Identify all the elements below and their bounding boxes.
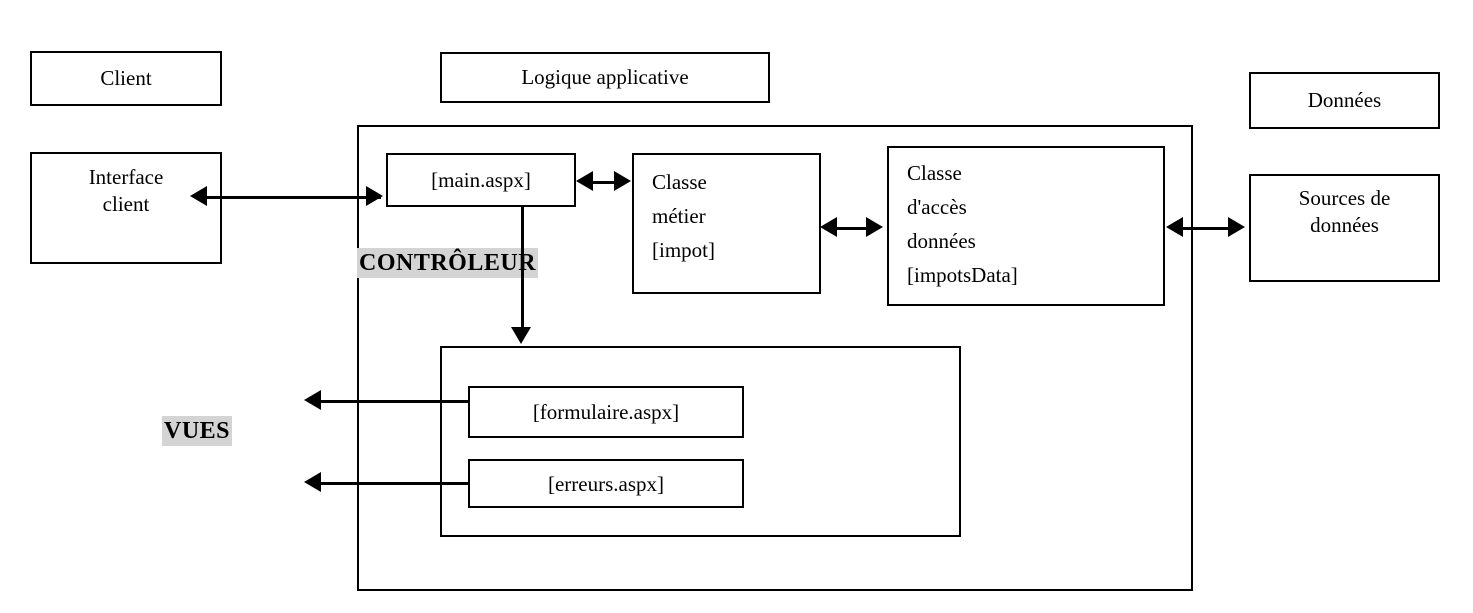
arrowhead-left-classe-metier — [820, 217, 837, 237]
arrowhead-right-main-aspx — [366, 186, 383, 206]
layer-label-vues: VUES — [162, 416, 233, 446]
arrowhead-left-formulaire — [304, 390, 321, 410]
connector-main-to-classe-metier — [589, 181, 619, 184]
arrowhead-left-main-aspx — [576, 171, 593, 191]
node-interface-client: Interface client — [30, 152, 222, 264]
tier-header-logic-label: Logique applicative — [521, 65, 689, 89]
tier-header-client-label: Client — [100, 66, 152, 90]
node-classe-acces-label-line4: [impotsData] — [907, 263, 1018, 287]
node-main-aspx: [main.aspx] — [386, 153, 576, 207]
node-erreurs-aspx: [erreurs.aspx] — [468, 459, 744, 508]
connector-formulaire-to-client — [320, 400, 470, 403]
connector-metier-to-acces — [836, 227, 870, 230]
tier-header-logic: Logique applicative — [440, 52, 770, 103]
node-main-aspx-label: [main.aspx] — [431, 168, 531, 192]
node-classe-acces-donnees: Classe d'accès données [impotsData] — [887, 146, 1165, 306]
arrowhead-left-interface-client — [190, 186, 207, 206]
connector-main-to-vues — [521, 206, 524, 328]
arrowhead-right-classe-metier — [614, 171, 631, 191]
connector-acces-to-sources — [1182, 227, 1230, 230]
node-classe-metier: Classe métier [impot] — [632, 153, 821, 294]
tier-header-data: Données — [1249, 72, 1440, 129]
node-sources-de-donnees: Sources de données — [1249, 174, 1440, 282]
node-formulaire-aspx: [formulaire.aspx] — [468, 386, 744, 438]
node-erreurs-aspx-label: [erreurs.aspx] — [547, 472, 665, 496]
node-classe-metier-label-line2: métier — [652, 204, 706, 228]
arrowhead-right-sources — [1228, 217, 1245, 237]
tier-header-data-label: Données — [1307, 88, 1382, 112]
arrowhead-left-erreurs — [304, 472, 321, 492]
tier-header-client: Client — [30, 51, 222, 106]
connector-erreurs-to-client — [320, 482, 470, 485]
arrowhead-left-classe-acces — [1166, 217, 1183, 237]
node-sources-label-line2: données — [1310, 213, 1379, 237]
node-classe-acces-label-line3: données — [907, 229, 976, 253]
node-classe-metier-label-line1: Classe — [652, 170, 707, 194]
connector-interface-to-main — [205, 196, 381, 199]
arrowhead-right-classe-acces — [866, 217, 883, 237]
container-vues — [440, 346, 961, 537]
node-sources-label-line1: Sources de — [1298, 186, 1391, 210]
arrowhead-down-vues-container — [511, 327, 531, 344]
node-interface-client-label-line1: Interface — [88, 165, 164, 189]
node-interface-client-label-line2: client — [102, 192, 150, 216]
node-formulaire-aspx-label: [formulaire.aspx] — [532, 400, 680, 424]
node-classe-metier-label-line3: [impot] — [652, 238, 715, 262]
container-logique-applicative — [357, 125, 1193, 591]
node-classe-acces-label-line2: d'accès — [907, 195, 967, 219]
node-classe-acces-label-line1: Classe — [907, 161, 962, 185]
layer-label-controleur: CONTRÔLEUR — [357, 248, 539, 278]
